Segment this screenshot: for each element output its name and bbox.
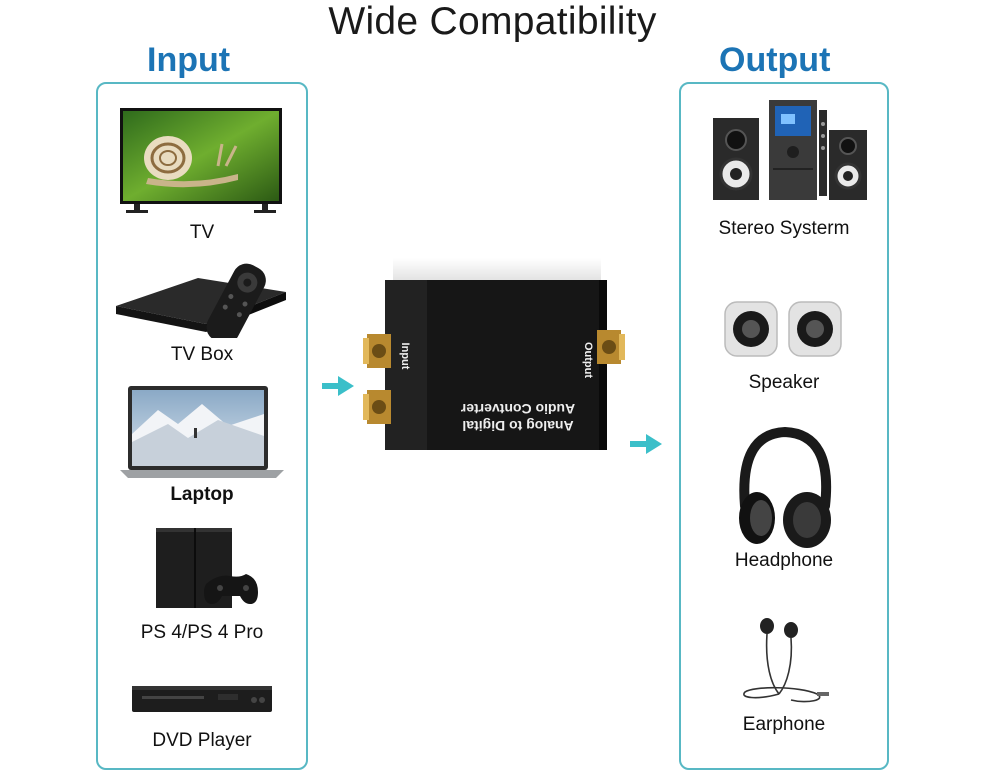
input-item-dvd-player: DVD Player — [98, 680, 306, 765]
device-name: Analog to Digital Audio Contverter — [443, 400, 593, 434]
output-label-earphone: Earphone — [742, 714, 826, 735]
input-item-tv-box: TV Box — [98, 258, 306, 373]
input-item-tv: TV — [98, 106, 306, 246]
arrow-right-icon — [322, 376, 354, 396]
arrow-right-icon — [630, 434, 662, 454]
device-output-label: Output — [582, 341, 594, 379]
input-item-ps4: PS 4/PS 4 Pro — [98, 526, 306, 646]
tv-icon — [120, 108, 282, 213]
game-console-icon — [156, 528, 258, 608]
input-heading: Input — [147, 41, 231, 79]
output-item-speaker: Speaker — [681, 298, 887, 398]
input-item-laptop: Laptop — [98, 384, 306, 514]
converter-device-icon — [363, 258, 625, 450]
input-label-tv-box: TV Box — [170, 344, 234, 365]
device-name-line1: Analog to Digital — [462, 418, 574, 434]
earphone-icon — [743, 618, 829, 703]
input-label-laptop: Laptop — [170, 484, 234, 505]
headphone-icon — [739, 426, 832, 548]
stereo-system-icon — [713, 100, 867, 200]
device-name-line2: Audio Contverter — [460, 401, 576, 417]
converter-device: Input Output Analog to Digital Audio Con… — [355, 250, 635, 480]
output-item-stereo: Stereo Systerm — [681, 94, 887, 244]
output-label-speaker: Speaker — [748, 372, 820, 393]
input-panel: TV TV Box — [96, 82, 308, 770]
input-label-dvd-player: DVD Player — [152, 730, 252, 751]
output-item-earphone: Earphone — [681, 614, 887, 739]
output-label-headphone: Headphone — [734, 550, 834, 571]
output-panel: Stereo Systerm Speaker Headphone — [679, 82, 889, 770]
speaker-icon — [724, 301, 842, 357]
output-label-stereo: Stereo Systerm — [718, 218, 850, 239]
input-label-ps4: PS 4/PS 4 Pro — [140, 622, 264, 643]
tv-box-icon — [116, 263, 286, 338]
laptop-icon — [120, 386, 284, 478]
input-label-tv: TV — [189, 222, 215, 243]
dvd-player-icon — [132, 686, 272, 712]
device-input-label: Input — [399, 342, 411, 370]
page-title: Wide Compatibility — [328, 0, 657, 43]
output-heading: Output — [719, 41, 831, 79]
output-item-headphone: Headphone — [681, 426, 887, 576]
